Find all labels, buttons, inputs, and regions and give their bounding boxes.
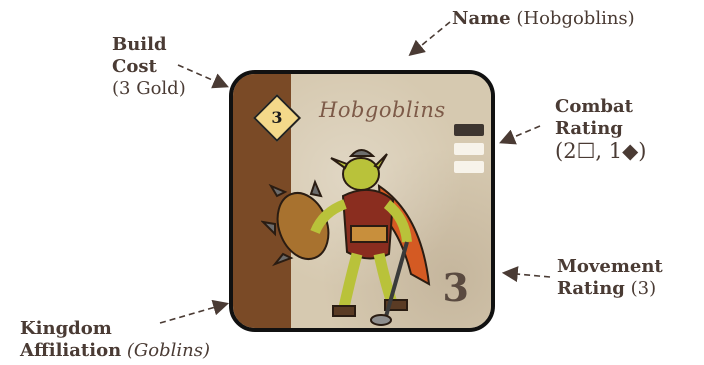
movement-rating-annotation: Movement Rating (3) xyxy=(557,256,663,300)
movement-rating-arrow xyxy=(501,266,551,283)
combat-rating-arrow xyxy=(499,125,541,145)
kingdom-affiliation-arrow xyxy=(159,299,230,324)
combat-track-empty xyxy=(454,161,484,173)
movement-rating-title-line2: Rating xyxy=(557,278,625,299)
combat-detail-mid: , 1 xyxy=(595,139,623,163)
kingdom-affiliation-annotation: Kingdom Affiliation (Goblins) xyxy=(20,318,210,362)
hobgoblin-warrior-icon xyxy=(261,149,431,326)
card-title: Hobgoblins xyxy=(319,98,446,122)
name-arrow xyxy=(408,21,451,57)
combat-detail-close: ) xyxy=(638,139,647,163)
build-cost-title-line1: Build xyxy=(112,34,167,55)
square-icon: ☐ xyxy=(576,139,596,163)
kingdom-affiliation-title-line1: Kingdom xyxy=(20,318,112,339)
unit-card: 3 Hobgoblins 3 xyxy=(229,70,495,332)
movement-rating-detail: (3) xyxy=(630,278,657,299)
build-cost-title-line2: Cost xyxy=(112,56,157,77)
build-cost-arrow xyxy=(177,64,229,89)
name-annotation-title: Name xyxy=(452,8,511,29)
combat-track-empty xyxy=(454,143,484,155)
combat-rating-annotation: Combat Rating (2☐, 1◆) xyxy=(555,96,646,164)
combat-rating-title-line2: Rating xyxy=(555,118,623,139)
name-annotation-detail: (Hobgoblins) xyxy=(516,8,635,29)
build-cost-detail: (3 Gold) xyxy=(112,78,186,99)
kingdom-affiliation-detail: (Goblins) xyxy=(126,340,211,361)
kingdom-affiliation-title-line2: Affiliation xyxy=(20,340,122,361)
cost-value: 3 xyxy=(271,108,283,127)
combat-track-filled xyxy=(454,124,484,136)
build-cost-annotation: Build Cost (3 Gold) xyxy=(112,34,186,100)
movement-value: 3 xyxy=(442,265,469,310)
combat-rating-title-line1: Combat xyxy=(555,96,633,117)
combat-detail-open: (2 xyxy=(555,139,577,163)
movement-rating-title-line1: Movement xyxy=(557,256,663,277)
combat-rating-detail: (2☐, 1◆) xyxy=(555,139,646,163)
diamond-icon: ◆ xyxy=(622,139,639,163)
name-annotation: Name (Hobgoblins) xyxy=(452,8,635,30)
